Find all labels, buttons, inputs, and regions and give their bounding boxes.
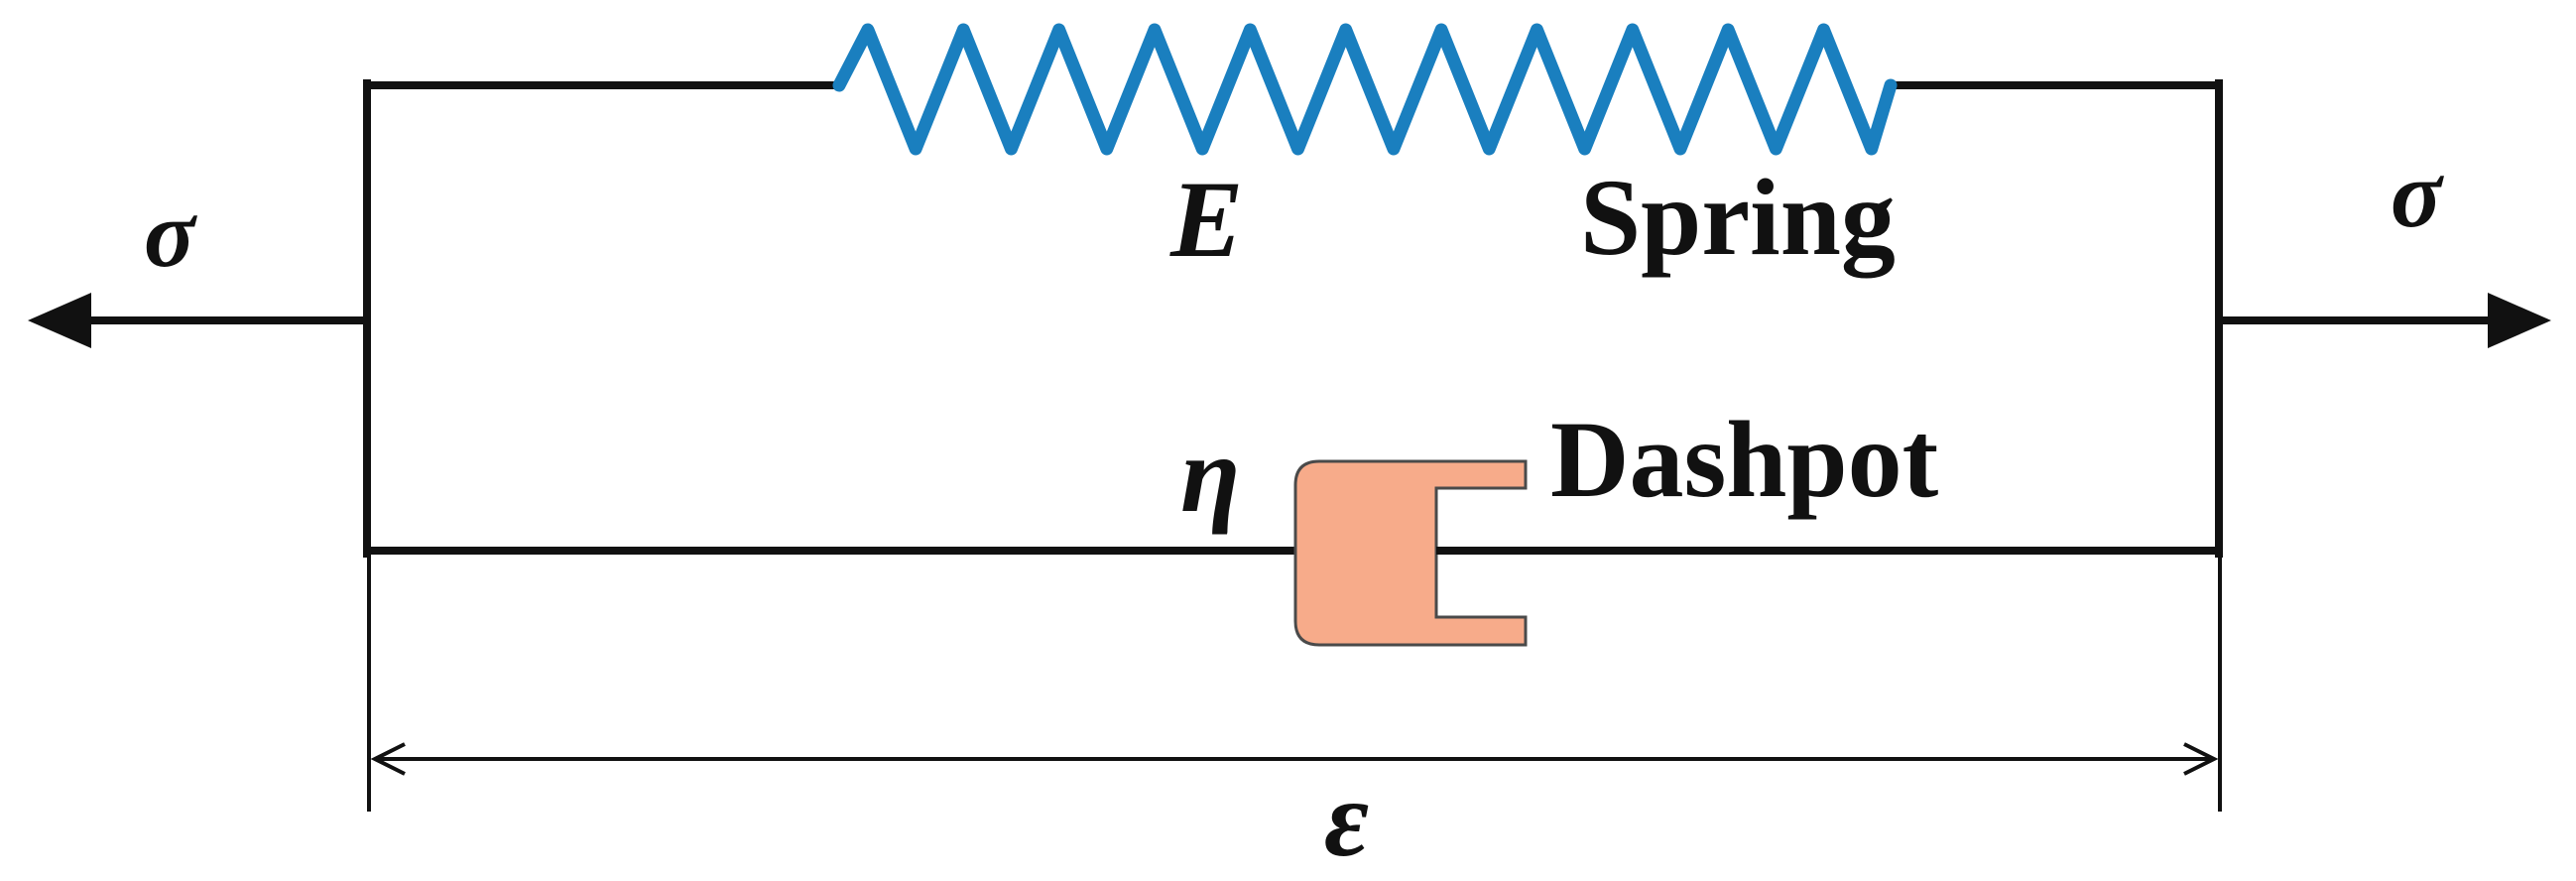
left-arrowhead: [28, 293, 91, 348]
dashpot: [1293, 459, 1528, 647]
modulus-label: E: [1169, 159, 1243, 280]
strain-label: ε: [1324, 758, 1369, 879]
right-arrowhead: [2488, 293, 2551, 348]
viscosity-label: η: [1180, 414, 1240, 535]
spring-label: Spring: [1580, 157, 1896, 278]
frame: [363, 79, 2223, 558]
strain-dimension: [367, 554, 2222, 812]
right-force-arrow: [2219, 293, 2551, 348]
dashpot-label: Dashpot: [1550, 399, 1939, 520]
left-force-arrow: [28, 293, 367, 348]
dashpot-body: [1293, 459, 1528, 647]
spring-zigzag: [832, 23, 1898, 156]
dimension-arrowhead-left: [370, 742, 406, 776]
dimension-arrowhead-right: [2183, 742, 2219, 776]
stress-label-left: σ: [144, 181, 197, 287]
stress-label-right: σ: [2391, 141, 2444, 247]
